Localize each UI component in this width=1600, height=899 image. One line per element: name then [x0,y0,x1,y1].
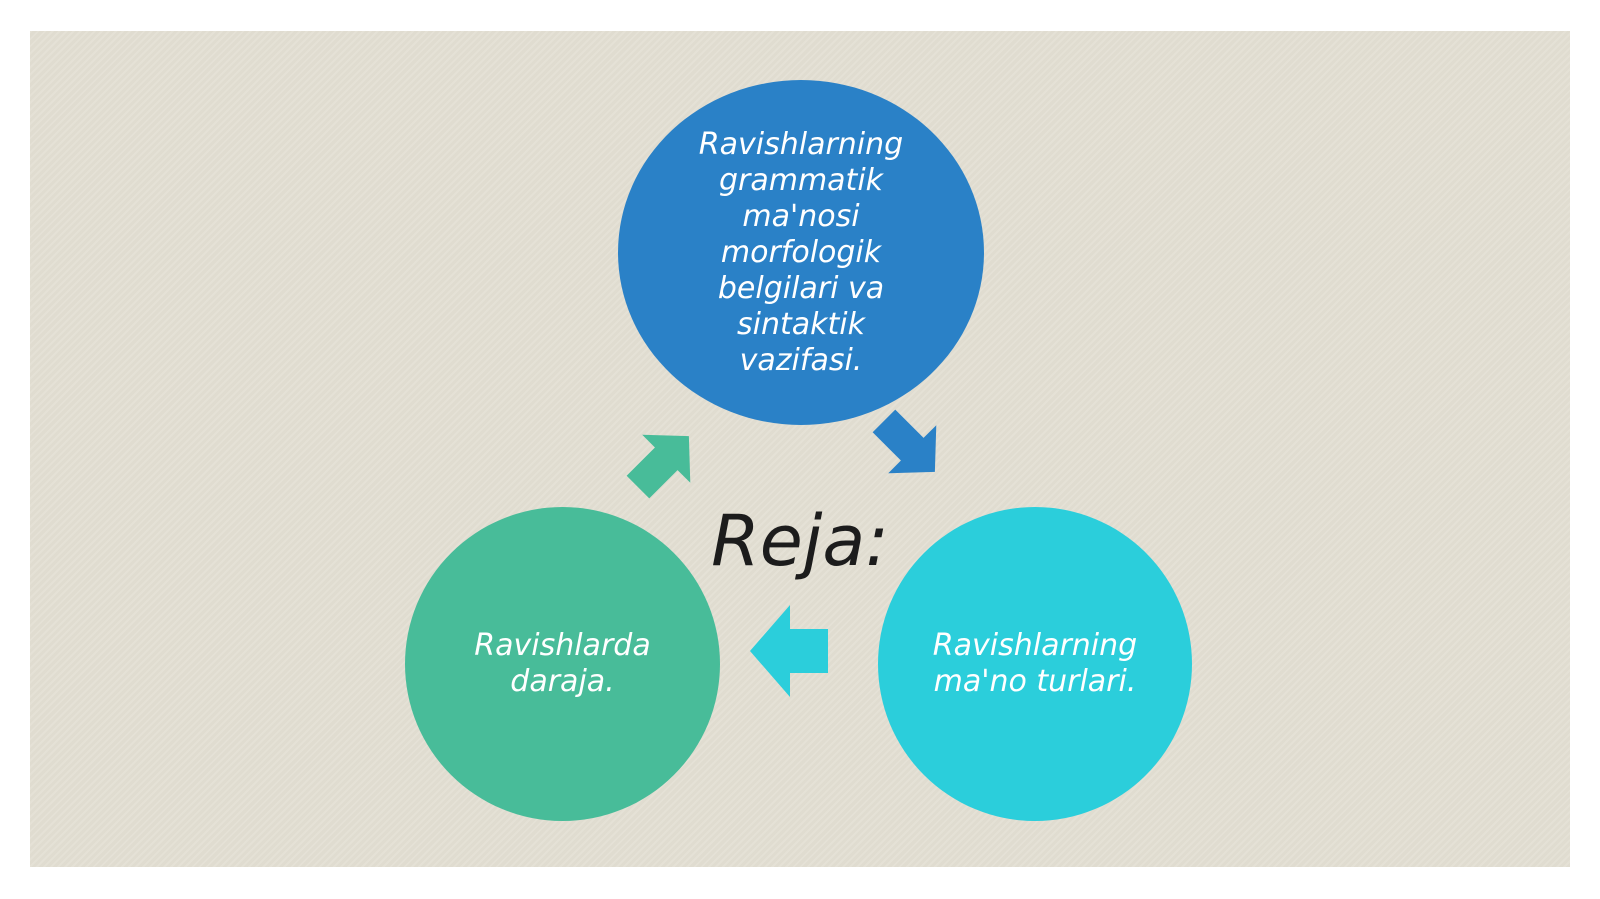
arrow-right-to-left [750,605,828,697]
node-top: Ravishlarning grammatik ma'nosi morfolog… [618,80,984,425]
arrow-top-to-right [872,409,937,474]
center-title: Reja: [711,500,889,582]
node-left: Ravishlarda daraja. [405,507,720,821]
slide: Ravishlarning grammatik ma'nosi morfolog… [30,31,1570,867]
node-left-label: Ravishlarda daraja. [474,628,651,699]
node-right-label: Ravishlarning ma'no turlari. [932,628,1138,699]
node-right: Ravishlarning ma'no turlari. [878,507,1192,821]
node-top-label: Ravishlarning grammatik ma'nosi morfolog… [698,126,904,378]
